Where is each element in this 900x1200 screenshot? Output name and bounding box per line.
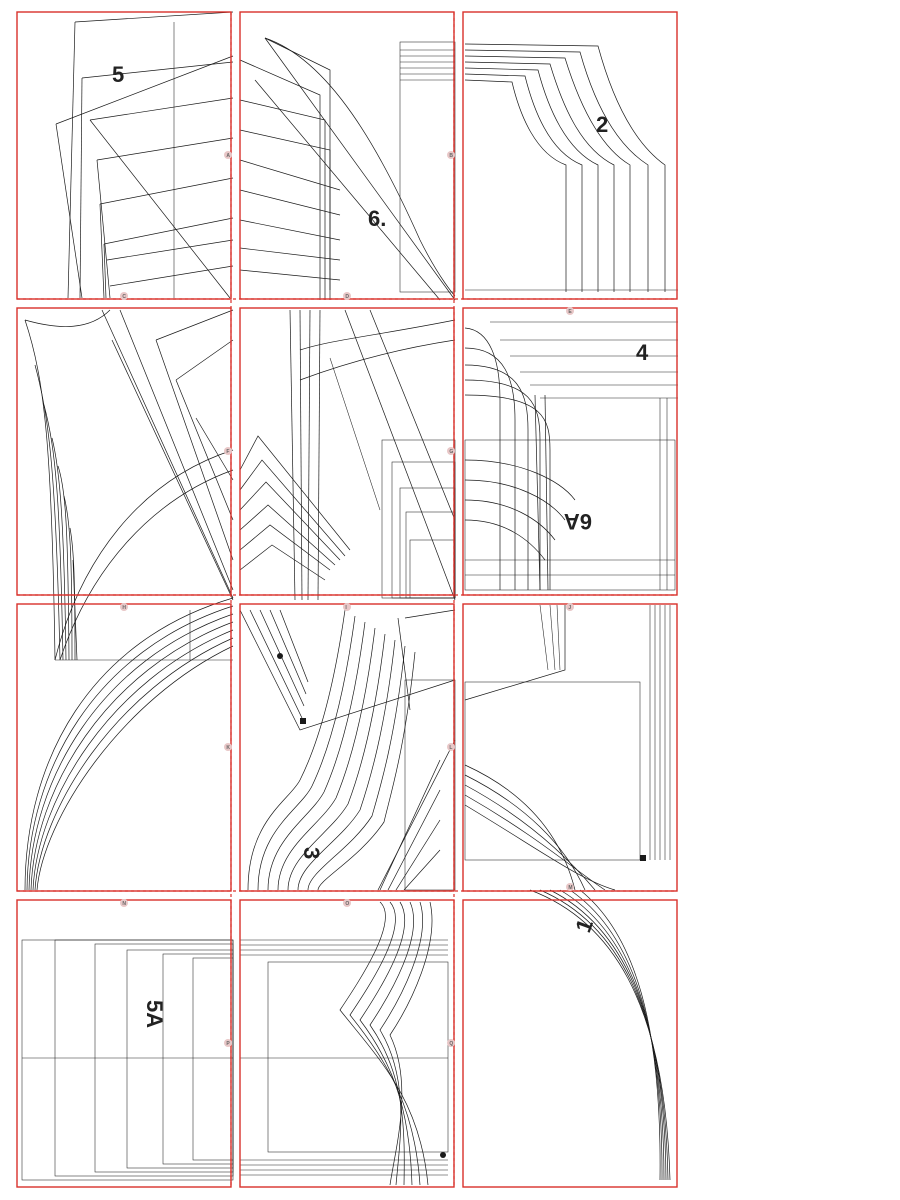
row3-right-outlines: [464, 604, 671, 891]
row2-middle-outlines: [239, 309, 456, 601]
notch-square-marker: [300, 718, 306, 724]
alignment-marker-letter: G: [449, 449, 453, 455]
piece-label-5: 5: [112, 62, 124, 87]
alignment-marker-dot: [343, 899, 351, 907]
alignment-marker-dot: [343, 603, 351, 611]
alignment-marker-letter: C: [122, 294, 126, 300]
alignment-marker-letter: F: [226, 449, 229, 455]
piece-5-outlines: [55, 11, 234, 299]
tile-grid: [16, 11, 678, 1188]
alignment-markers: A B C D E F G H I J K L M N O P Q: [120, 151, 574, 1047]
alignment-marker-dot: [447, 1039, 455, 1047]
alignment-marker-dot: [224, 151, 232, 159]
alignment-marker-letter: J: [568, 605, 571, 611]
alignment-marker-dot: [224, 447, 232, 455]
tile-r4c3: [462, 899, 678, 1188]
tile-r4c2: [239, 899, 455, 1188]
alignment-marker-letter: Q: [449, 1041, 453, 1047]
alignment-marker-dot: [120, 603, 128, 611]
alignment-marker-letter: N: [122, 901, 126, 907]
alignment-marker-letter: O: [345, 901, 349, 907]
alignment-marker-letter: M: [568, 885, 572, 891]
tile-r1c2: [239, 11, 455, 300]
alignment-marker-dot: [120, 899, 128, 907]
alignment-marker-dot: [343, 292, 351, 300]
piece-label-6a: 6A: [564, 509, 592, 534]
piece-label-2: 2: [596, 112, 608, 137]
alignment-marker-dot: [447, 151, 455, 159]
alignment-marker-dot: [120, 292, 128, 300]
piece-2-outlines: [464, 43, 678, 292]
alignment-marker-letter: B: [449, 153, 453, 159]
grain-dot-marker: [440, 1152, 446, 1158]
alignment-marker-letter: L: [449, 745, 452, 751]
piece-label-4: 4: [636, 340, 649, 365]
row4-middle-outlines: [240, 901, 449, 1186]
alignment-marker-letter: K: [226, 745, 230, 751]
alignment-marker-letter: E: [568, 309, 572, 315]
pattern-lines: [21, 11, 678, 1186]
alignment-marker-letter: A: [226, 153, 230, 159]
tile-r2c1: [16, 307, 232, 596]
tile-r3c2: [239, 603, 455, 892]
piece-label-6: 6.: [368, 206, 386, 231]
alignment-marker-letter: H: [122, 605, 126, 611]
tile-r3c1: [16, 603, 232, 892]
piece-6-outlines: [239, 37, 456, 301]
row2-left-outlines: [24, 309, 234, 661]
grain-square-marker: [640, 855, 646, 861]
alignment-marker-letter: I: [345, 605, 347, 611]
alignment-marker-dot: [566, 603, 574, 611]
tile-r3c3: [462, 603, 678, 892]
row4-left-outlines: [21, 939, 234, 1181]
notch-dot-marker: [277, 653, 283, 659]
row4-right-outlines: [529, 889, 671, 1181]
tile-r4c1: [16, 899, 232, 1188]
piece-label-1: 1: [570, 916, 598, 936]
alignment-marker-dot: [447, 447, 455, 455]
piece-labels: 5 6. 2 4 6A 3 5A 1: [112, 62, 649, 1028]
alignment-marker-dot: [566, 307, 574, 315]
row3-middle-outlines: [239, 609, 456, 891]
tile-r2c2: [239, 307, 455, 596]
piece-label-3: 3: [299, 847, 324, 859]
piece-label-5a: 5A: [142, 1000, 167, 1028]
row3-left-outlines: [24, 597, 234, 891]
alignment-marker-dot: [224, 1039, 232, 1047]
row2-right-outlines: [464, 321, 678, 591]
tile-r1c3: [462, 11, 678, 300]
alignment-marker-letter: D: [345, 294, 349, 300]
alignment-marker-dot: [447, 743, 455, 751]
alignment-marker-dot: [224, 743, 232, 751]
alignment-marker-dot: [566, 883, 574, 891]
alignment-marker-letter: P: [226, 1041, 230, 1047]
